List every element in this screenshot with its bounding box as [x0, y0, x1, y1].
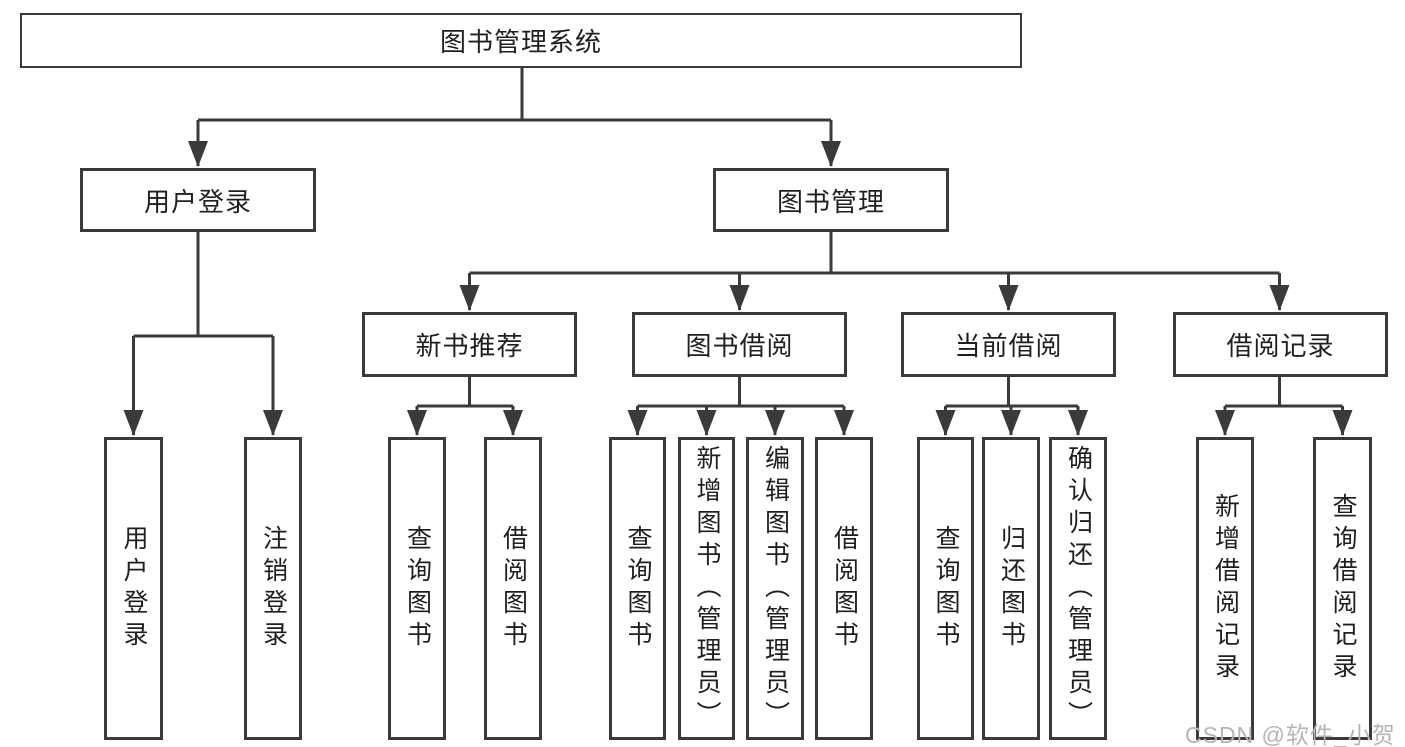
leaf-query-books-recommend: 查询图书 [388, 437, 446, 740]
connector-new-book-recommend [407, 377, 523, 436]
node-book-borrowing: 图书借阅 [632, 312, 847, 377]
node-user-login: 用户登录 [80, 168, 316, 232]
connector-book-borrowing [627, 377, 854, 436]
connector-root-to-level2 [188, 68, 841, 167]
node-book-management: 图书管理 [713, 168, 949, 232]
connector-user-login [123, 232, 283, 436]
connector-borrowing-records [1215, 377, 1353, 436]
leaf-borrow-books-borrowing: 借阅图书 [815, 437, 873, 740]
node-current-borrowing: 当前借阅 [901, 312, 1116, 377]
leaf-query-books-current: 查询图书 [917, 437, 974, 740]
node-borrowing-records: 借阅记录 [1173, 312, 1388, 377]
leaf-user-login: 用户登录 [104, 437, 163, 740]
leaf-query-books-borrowing: 查询图书 [609, 437, 666, 740]
leaf-return-books: 归还图书 [982, 437, 1040, 740]
node-new-book-recommend: 新书推荐 [362, 312, 577, 377]
leaf-query-borrow-record: 查询借阅记录 [1313, 437, 1372, 740]
leaf-borrow-books-recommend: 借阅图书 [484, 437, 542, 740]
leaf-add-books-admin: 新增图书（管理员） [678, 437, 735, 740]
csdn-watermark: CSDN @软件_小贺同学 [1185, 722, 1396, 747]
leaf-add-borrow-record: 新增借阅记录 [1196, 437, 1254, 740]
leaf-logout: 注销登录 [244, 437, 302, 740]
connector-book-management [459, 232, 1290, 311]
leaf-confirm-return-admin: 确认归还（管理员） [1049, 437, 1107, 740]
node-root: 图书管理系统 [20, 13, 1022, 68]
connector-current-borrowing [935, 377, 1088, 436]
leaf-edit-books-admin: 编辑图书（管理员） [746, 437, 804, 740]
